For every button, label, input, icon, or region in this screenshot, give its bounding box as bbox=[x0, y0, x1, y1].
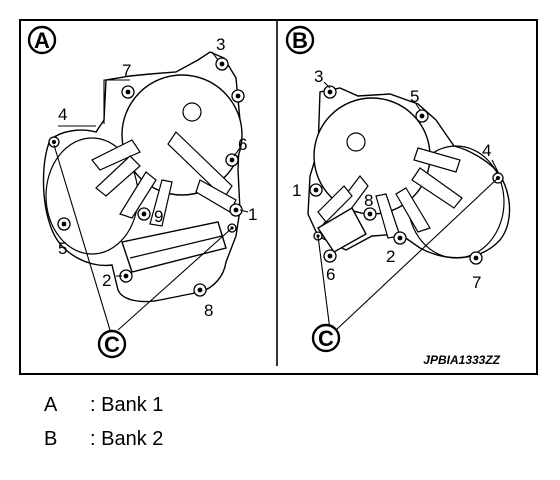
bank1-bolt-5 bbox=[57, 217, 71, 231]
bank1-bolt-9 bbox=[137, 207, 151, 221]
bank1-label-2: 2 bbox=[102, 271, 111, 290]
bank1-bolt-4 bbox=[48, 136, 60, 148]
bank2-bolt-3 bbox=[323, 85, 337, 99]
panel-b-marker: B bbox=[285, 25, 315, 55]
bank1-leader-lines bbox=[53, 51, 249, 331]
panel-a-letter: A bbox=[34, 28, 50, 53]
panel-a-marker: A bbox=[27, 25, 57, 55]
panel-a-c-letter: C bbox=[104, 332, 120, 357]
panel-b-c-letter: C bbox=[318, 326, 334, 351]
bank2-bolts bbox=[309, 85, 504, 265]
bank1-bolts bbox=[48, 57, 245, 297]
diagram-frame bbox=[19, 19, 538, 375]
panel-b-letter: B bbox=[292, 28, 308, 53]
bank1-label-7: 7 bbox=[122, 61, 131, 80]
bank2-label-2: 2 bbox=[386, 247, 395, 266]
bank2-bolt-5 bbox=[415, 109, 429, 123]
panel-b-c-marker: C bbox=[311, 323, 341, 353]
bank1-label-5: 5 bbox=[58, 239, 67, 258]
bank1-bolt-7 bbox=[121, 85, 135, 99]
bank2-bolt-1 bbox=[309, 183, 323, 197]
bank2-bolt-7 bbox=[469, 251, 483, 265]
bank1-label-3: 3 bbox=[216, 35, 225, 54]
bank2-water-pump-illustration bbox=[307, 87, 511, 259]
bank2-leader-lines bbox=[317, 81, 499, 331]
bank2-bolt-8 bbox=[363, 207, 377, 221]
bank1-label-6: 6 bbox=[238, 135, 247, 154]
bank1-bolt-extra bbox=[231, 89, 245, 103]
legend-row-b: B : Bank 2 bbox=[44, 428, 163, 451]
bank1-bolt-8 bbox=[193, 283, 207, 297]
bank1-water-pump-illustration bbox=[42, 51, 243, 303]
bank2-label-6: 6 bbox=[326, 265, 335, 284]
bank1-labels: 1 2 3 4 5 6 7 8 9 bbox=[58, 35, 257, 320]
bank1-label-1: 1 bbox=[248, 205, 257, 224]
legend-key-b: B bbox=[44, 428, 58, 450]
bank1-label-8: 8 bbox=[204, 301, 213, 320]
figure-code: JPBIA1333ZZ bbox=[423, 353, 500, 367]
bank1-label-9: 9 bbox=[154, 207, 163, 226]
legend-value-b: : Bank 2 bbox=[90, 428, 164, 450]
bank2-bolt-6 bbox=[323, 249, 337, 263]
bank2-label-4: 4 bbox=[482, 141, 491, 160]
legend-key-a: A bbox=[44, 394, 58, 416]
bank1-bolt-2 bbox=[119, 269, 133, 283]
bank2-label-5: 5 bbox=[410, 87, 419, 106]
panel-a-c-marker: C bbox=[97, 329, 127, 359]
bank1-label-4: 4 bbox=[58, 105, 67, 124]
bank2-label-3: 3 bbox=[314, 67, 323, 86]
legend-row-a: A : Bank 1 bbox=[44, 394, 163, 417]
legend-value-a: : Bank 1 bbox=[90, 394, 164, 416]
bank1-bolt-3 bbox=[215, 57, 229, 71]
bank2-label-7: 7 bbox=[472, 273, 481, 292]
bank2-bolt-2 bbox=[393, 231, 407, 245]
bank2-label-8: 8 bbox=[364, 191, 373, 210]
bank2-labels: 1 2 3 4 5 6 7 8 bbox=[292, 67, 491, 292]
bank1-bolt-6 bbox=[225, 153, 239, 167]
bank2-label-1: 1 bbox=[292, 181, 301, 200]
